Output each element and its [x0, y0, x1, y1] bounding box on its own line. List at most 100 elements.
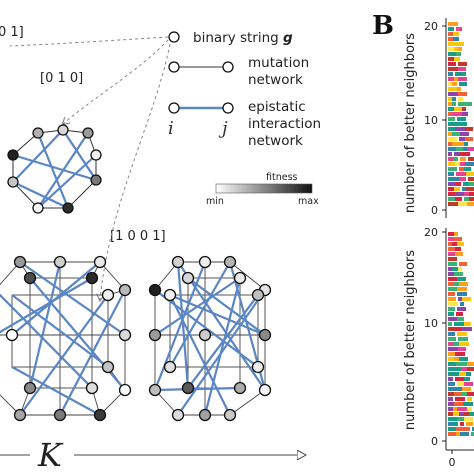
plot-mark	[455, 127, 465, 131]
plot-mark	[454, 187, 460, 191]
plot-mark	[459, 82, 467, 86]
plot-mark	[448, 47, 454, 51]
plot-mark	[448, 297, 456, 301]
plot-mark	[458, 62, 467, 66]
plot-mark	[448, 332, 455, 336]
plot-mark	[465, 137, 473, 141]
plot-mark	[448, 142, 452, 146]
plot-mark	[458, 387, 462, 391]
plot-mark	[463, 182, 469, 186]
plot-bottom-ytick-10: 10	[424, 317, 438, 330]
binary-string-label-1001: [1 0 0 1]	[110, 229, 166, 244]
plot-mark	[448, 272, 454, 276]
plot-mark	[448, 37, 453, 41]
plot-mark	[458, 347, 466, 351]
legend: binary string g mutation network i j epi…	[168, 30, 321, 207]
plot-mark	[456, 27, 462, 31]
plot-mark	[455, 162, 460, 166]
plot-mark	[448, 367, 454, 371]
network-nodes	[5, 255, 132, 422]
network-nodes	[7, 124, 102, 214]
plot-mark	[454, 232, 458, 236]
plot-mark	[469, 197, 474, 201]
plot-bottom-marks	[448, 232, 474, 436]
plot-mark	[454, 237, 462, 241]
plot-mark	[448, 237, 454, 241]
plot-mark	[448, 177, 452, 181]
plot-top-marks	[448, 22, 474, 206]
plot-mark	[448, 377, 453, 381]
plot-mark	[460, 132, 469, 136]
plot-mark	[448, 257, 457, 261]
plot-mark	[461, 367, 467, 371]
plot-bottom: number of better neighbors 20 10 0 0	[403, 226, 474, 469]
plot-mark	[452, 112, 462, 116]
plot-mark	[448, 262, 457, 266]
plot-mark	[463, 147, 467, 151]
plot-mark	[448, 67, 458, 71]
plot-mark	[448, 267, 452, 271]
plot-mark	[452, 177, 459, 181]
plot-mark	[465, 127, 473, 131]
plot-mark	[458, 202, 467, 206]
plot-mark	[455, 252, 463, 256]
plot-mark	[453, 32, 459, 36]
plot-mark	[460, 302, 464, 306]
plot-mark	[448, 62, 456, 66]
plot-mark	[459, 282, 468, 286]
plot-mark	[457, 287, 467, 291]
plot-mark	[448, 187, 454, 191]
plot-mark	[464, 377, 470, 381]
plot-mark	[457, 332, 467, 336]
plot-mark	[448, 422, 453, 426]
plot-mark	[448, 197, 455, 201]
plot-mark	[457, 242, 464, 246]
plot-mark	[448, 292, 455, 296]
legend-mutation-line1: mutation	[248, 55, 309, 71]
plot-mark	[448, 27, 454, 31]
plot-mark	[448, 32, 453, 36]
plot-mark	[448, 312, 454, 316]
plot-mark	[456, 427, 466, 431]
mutation-edges	[0, 261, 126, 416]
k-axis: K	[0, 436, 305, 474]
plot-mark	[452, 102, 456, 106]
plot-mark	[457, 307, 466, 311]
plot-mark	[464, 192, 469, 196]
plot-mark	[461, 72, 466, 76]
legend-label-i: i	[168, 118, 174, 139]
plot-mark	[462, 107, 466, 111]
plot-mark	[459, 357, 468, 361]
plot-mark	[454, 77, 458, 81]
plot-bottom-ytick-20: 20	[424, 226, 438, 239]
plot-mark	[458, 42, 464, 46]
plot-mark	[457, 382, 464, 386]
plot-mark	[448, 247, 455, 251]
plot-mark	[448, 342, 454, 346]
plot-mark	[448, 87, 457, 91]
legend-epistatic-line2: interaction	[248, 116, 321, 132]
plot-mark	[448, 317, 457, 321]
plot-mark	[458, 297, 462, 301]
plot-mark	[454, 327, 462, 331]
plot-mark	[448, 232, 454, 236]
epistatic-edges	[12, 129, 97, 209]
pointer-curve-010	[63, 39, 169, 124]
plot-mark	[457, 292, 467, 296]
plot-mark	[448, 147, 456, 151]
plot-mark	[448, 82, 452, 86]
plot-mark	[455, 377, 464, 381]
plot-mark	[448, 72, 453, 76]
plot-mark	[467, 367, 474, 371]
plot-mark	[448, 167, 457, 171]
plot-bottom-ylabel: number of better neighbors	[403, 250, 418, 430]
plot-mark	[466, 422, 473, 426]
plot-mark	[448, 347, 458, 351]
plot-mark	[467, 407, 472, 411]
plot-mark	[457, 122, 467, 126]
plot-mark	[454, 342, 459, 346]
plot-mark	[463, 402, 473, 406]
plot-mark	[464, 322, 471, 326]
plot-mark	[457, 317, 464, 321]
plot-mark	[448, 302, 458, 306]
